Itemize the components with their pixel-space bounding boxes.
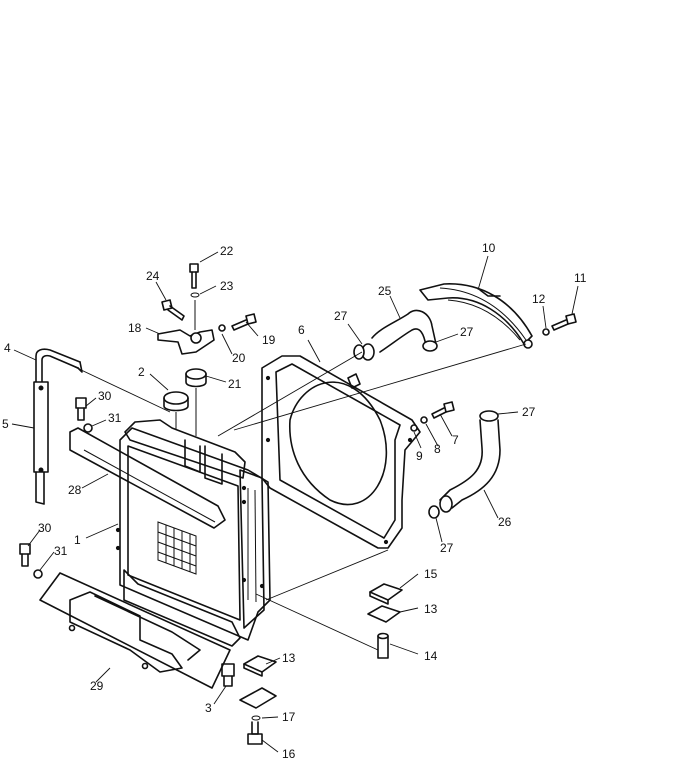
water-pipe: [419, 283, 533, 349]
callout-19: 19: [262, 333, 276, 347]
callout-2: 2: [138, 365, 145, 379]
assembly-lines: [59, 343, 527, 651]
callout-21: 21: [228, 377, 242, 391]
lower-hose: [428, 410, 501, 519]
callout-31-lower: 31: [54, 544, 68, 558]
callout-9: 9: [416, 449, 423, 463]
hose-bracket-group: [157, 263, 257, 355]
callout-27-lower: 27: [440, 541, 454, 555]
callout-8: 8: [434, 442, 441, 456]
callout-3: 3: [205, 701, 212, 715]
callout-20: 20: [232, 351, 246, 365]
fan-shroud: [261, 355, 421, 549]
callout-18: 18: [128, 321, 142, 335]
level-gauge: [33, 348, 83, 505]
callout-27-right-pipe: 27: [522, 405, 536, 419]
callout-labels: 1 2 3 4 5 6 7 8 9 10 11 12 13 13 14 15 1…: [2, 241, 587, 759]
callout-13-upper: 13: [424, 602, 438, 616]
callout-14: 14: [424, 649, 438, 663]
callout-22: 22: [220, 244, 234, 258]
callout-13-lower: 13: [282, 651, 296, 665]
callout-28: 28: [68, 483, 82, 497]
callout-15: 15: [424, 567, 438, 581]
callout-25: 25: [378, 284, 392, 298]
radiator-core: [69, 419, 271, 647]
callout-30-upper: 30: [98, 389, 112, 403]
callout-10: 10: [482, 241, 496, 255]
callout-27-hose-left: 27: [334, 309, 348, 323]
callout-27-hose-right: 27: [460, 325, 474, 339]
callout-24: 24: [146, 269, 160, 283]
callout-26: 26: [498, 515, 512, 529]
callout-30-lower: 30: [38, 521, 52, 535]
callout-11: 11: [574, 271, 587, 285]
hardware-fasteners: [19, 313, 577, 745]
guard-plate: [39, 572, 231, 689]
callout-6: 6: [298, 323, 305, 337]
callout-23: 23: [220, 279, 234, 293]
callout-16: 16: [282, 747, 296, 759]
callout-29: 29: [90, 679, 104, 693]
callout-5: 5: [2, 417, 9, 431]
callout-1: 1: [74, 533, 81, 547]
callout-17: 17: [282, 710, 296, 724]
callout-31-upper: 31: [108, 411, 122, 425]
callout-7: 7: [452, 433, 459, 447]
callout-4: 4: [4, 341, 11, 355]
radiator-cap: [163, 368, 207, 436]
callout-12: 12: [532, 292, 546, 306]
callout-leaders: [11, 251, 579, 753]
